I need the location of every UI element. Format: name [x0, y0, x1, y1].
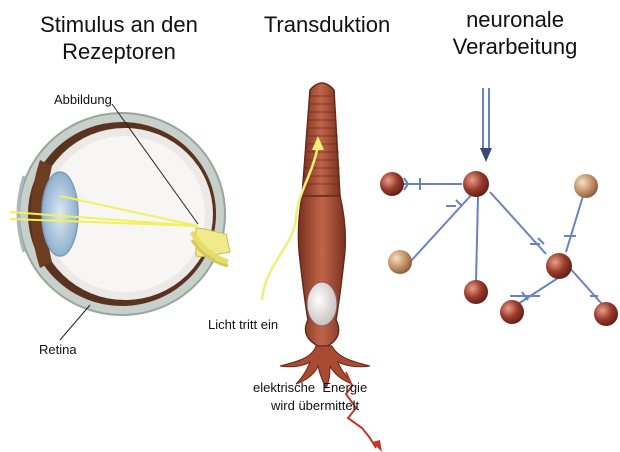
- eye-illustration: [10, 104, 230, 340]
- label-wird-uebermittelt: wird übermittelt: [271, 398, 359, 414]
- neuron-center: [463, 171, 489, 197]
- label-licht-tritt-ein: Licht tritt ein: [208, 317, 278, 333]
- receptor-cell: [262, 83, 370, 388]
- neurons: [380, 171, 618, 326]
- neuron-right-hub: [546, 253, 572, 279]
- retina-pointer: [60, 305, 90, 340]
- neuron-pale-lower: [388, 250, 412, 274]
- cell-nucleus: [307, 282, 337, 326]
- input-arrowhead: [480, 148, 492, 162]
- neuron-pale-upper: [574, 174, 598, 198]
- neuron-bottom: [464, 280, 488, 304]
- neuron-bottom-right: [594, 302, 618, 326]
- neuron-left: [380, 172, 404, 196]
- label-abbildung: Abbildung: [54, 92, 112, 108]
- neuronal-network: [404, 88, 602, 304]
- neuron-bottom-mid: [500, 300, 524, 324]
- label-elektrische-energie: elektrische Energie: [253, 380, 367, 396]
- label-retina: Retina: [39, 342, 77, 358]
